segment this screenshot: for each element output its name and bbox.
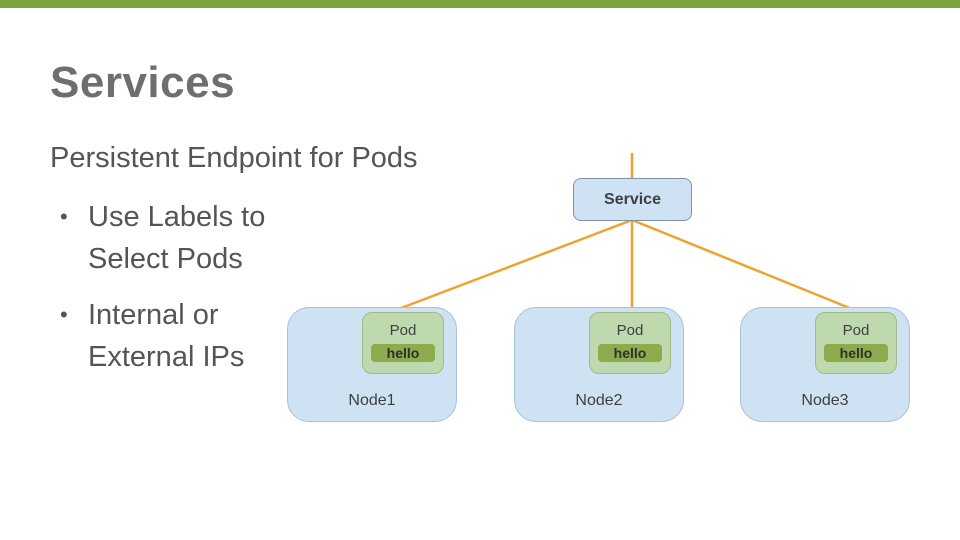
pod-box: Pod hello — [589, 312, 671, 374]
bullet-dot: • — [60, 302, 68, 327]
node-box-2: Pod hello Node2 — [514, 307, 684, 422]
bullet-text: Use Labels to Select Pods — [88, 201, 266, 275]
bullet-item: • Use Labels to Select Pods — [60, 196, 300, 280]
bullet-text: Internal or External IPs — [88, 299, 245, 373]
node-label: Node2 — [575, 392, 623, 409]
pod-box: Pod hello — [815, 312, 897, 374]
node-label: Node3 — [801, 392, 849, 409]
bullet-list: • Use Labels to Select Pods • Internal o… — [60, 196, 300, 378]
service-box: Service — [573, 178, 692, 221]
slide-title: Services — [50, 58, 236, 107]
service-label: Service — [604, 190, 661, 208]
node-box-1: Pod hello Node1 — [287, 307, 457, 422]
pod-label: Pod — [389, 322, 417, 339]
connector-service-to-node1 — [395, 218, 633, 312]
pod-badge: hello — [371, 344, 435, 362]
pod-label: Pod — [842, 322, 870, 339]
pod-box: Pod hello — [362, 312, 444, 374]
bullet-item: • Internal or External IPs — [60, 294, 300, 378]
bullet-dot: • — [60, 204, 68, 229]
accent-bar — [0, 0, 960, 8]
pod-label: Pod — [616, 322, 644, 339]
node-label: Node1 — [348, 392, 396, 409]
pod-badge: hello — [598, 344, 662, 362]
node-box-3: Pod hello Node3 — [740, 307, 910, 422]
connector-service-to-node3 — [631, 218, 858, 313]
intro-text: Persistent Endpoint for Pods — [50, 142, 418, 174]
pod-badge: hello — [824, 344, 888, 362]
